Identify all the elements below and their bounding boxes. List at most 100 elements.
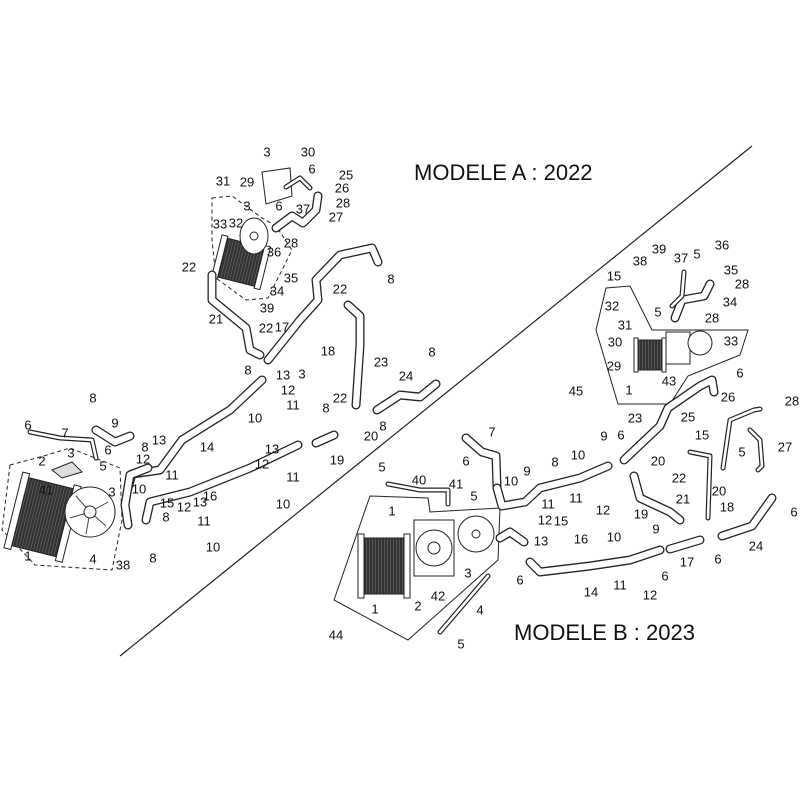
model-a-part-callout[interactable]: 10 bbox=[205, 539, 221, 555]
model-a-part-callout[interactable]: 31 bbox=[215, 173, 231, 189]
model-a-part-callout[interactable]: 8 bbox=[322, 400, 330, 416]
model-b-part-callout[interactable]: 1 bbox=[371, 601, 379, 617]
model-a-part-callout[interactable]: 9 bbox=[111, 415, 119, 431]
model-a-part-callout[interactable]: 13 bbox=[192, 494, 208, 510]
model-b-part-callout[interactable]: 28 bbox=[734, 276, 750, 292]
model-b-part-callout[interactable]: 29 bbox=[606, 358, 622, 374]
model-a-part-callout[interactable]: 41 bbox=[38, 482, 54, 498]
model-b-part-callout[interactable]: 42 bbox=[430, 588, 446, 604]
model-a-part-callout[interactable]: 3 bbox=[67, 445, 75, 461]
model-b-part-callout[interactable]: 9 bbox=[652, 521, 660, 537]
model-a-part-callout[interactable]: 12 bbox=[176, 499, 192, 515]
model-a-part-callout[interactable]: 19 bbox=[329, 452, 345, 468]
model-a-part-callout[interactable]: 22 bbox=[332, 281, 348, 297]
model-a-part-callout[interactable]: 29 bbox=[239, 174, 255, 190]
model-a-part-callout[interactable]: 11 bbox=[286, 469, 300, 485]
model-a-part-callout[interactable]: 3 bbox=[108, 484, 116, 500]
model-b-part-callout[interactable]: 20 bbox=[650, 453, 666, 469]
model-b-part-callout[interactable]: 1 bbox=[388, 503, 396, 519]
model-a-part-callout[interactable]: 13 bbox=[264, 441, 280, 457]
model-b-part-callout[interactable]: 12 bbox=[537, 512, 553, 528]
model-b-part-callout[interactable]: 20 bbox=[711, 483, 727, 499]
model-a-part-callout[interactable]: 12 bbox=[135, 451, 151, 467]
model-a-part-callout[interactable]: 11 bbox=[286, 397, 300, 413]
model-a-part-callout[interactable]: 1 bbox=[24, 548, 32, 564]
model-b-part-callout[interactable]: 45 bbox=[568, 383, 584, 399]
model-b-part-callout[interactable]: 37 bbox=[673, 250, 689, 266]
model-a-part-callout[interactable]: 17 bbox=[274, 319, 290, 335]
model-b-part-callout[interactable]: 26 bbox=[720, 389, 736, 405]
model-a-part-callout[interactable]: 16 bbox=[202, 488, 218, 504]
model-b-part-callout[interactable]: 5 bbox=[654, 304, 662, 320]
model-a-part-callout[interactable]: 2 bbox=[38, 453, 46, 469]
model-a-part-callout[interactable]: 5 bbox=[99, 458, 107, 474]
model-b-part-callout[interactable]: 15 bbox=[606, 268, 622, 284]
model-a-part-callout[interactable]: 8 bbox=[162, 509, 170, 525]
model-a-part-callout[interactable]: 23 bbox=[373, 354, 389, 370]
model-a-part-callout[interactable]: 28 bbox=[283, 235, 299, 251]
model-b-part-callout[interactable]: 28 bbox=[704, 310, 720, 326]
model-a-part-callout[interactable]: 11 bbox=[165, 467, 179, 483]
model-a-part-callout[interactable]: 24 bbox=[398, 368, 414, 384]
model-b-part-callout[interactable]: 44 bbox=[328, 627, 344, 643]
model-a-part-callout[interactable]: 11 bbox=[197, 513, 211, 529]
model-a-part-callout[interactable]: 39 bbox=[259, 300, 275, 316]
model-a-part-callout[interactable]: 21 bbox=[208, 311, 224, 327]
model-a-part-callout[interactable]: 6 bbox=[308, 161, 316, 177]
model-a-part-callout[interactable]: 25 bbox=[338, 167, 354, 183]
model-a-part-callout[interactable]: 6 bbox=[104, 442, 112, 458]
model-a-part-callout[interactable]: 8 bbox=[428, 344, 436, 360]
model-b-part-callout[interactable]: 6 bbox=[462, 453, 470, 469]
model-a-part-callout[interactable]: 33 bbox=[212, 216, 228, 232]
model-b-part-callout[interactable]: 6 bbox=[736, 365, 744, 381]
model-b-part-callout[interactable]: 6 bbox=[516, 572, 524, 588]
model-b-part-callout[interactable]: 12 bbox=[595, 502, 611, 518]
model-a-part-callout[interactable]: 12 bbox=[254, 456, 270, 472]
model-b-part-callout[interactable]: 11 bbox=[569, 490, 583, 506]
model-a-part-callout[interactable]: 3 bbox=[263, 144, 271, 160]
model-b-part-callout[interactable]: 5 bbox=[693, 246, 701, 262]
model-b-part-callout[interactable]: 21 bbox=[675, 491, 691, 507]
model-a-part-callout[interactable]: 28 bbox=[335, 195, 351, 211]
model-a-part-callout[interactable]: 22 bbox=[181, 259, 197, 275]
model-a-part-callout[interactable]: 38 bbox=[115, 557, 131, 573]
model-b-part-callout[interactable]: 13 bbox=[533, 533, 549, 549]
model-a-part-callout[interactable]: 10 bbox=[131, 481, 147, 497]
model-b-part-callout[interactable]: 18 bbox=[719, 499, 735, 515]
model-b-part-callout[interactable]: 6 bbox=[617, 427, 625, 443]
model-b-part-callout[interactable]: 43 bbox=[661, 373, 677, 389]
model-a-part-callout[interactable]: 8 bbox=[149, 550, 157, 566]
model-b-part-callout[interactable]: 6 bbox=[714, 551, 722, 567]
model-b-part-callout[interactable]: 10 bbox=[570, 447, 586, 463]
model-a-part-callout[interactable]: 26 bbox=[334, 180, 350, 196]
model-a-part-callout[interactable]: 22 bbox=[258, 320, 274, 336]
model-a-part-callout[interactable]: 10 bbox=[247, 410, 263, 426]
model-a-part-callout[interactable]: 27 bbox=[328, 209, 344, 225]
model-b-part-callout[interactable]: 16 bbox=[573, 531, 589, 547]
model-a-part-callout[interactable]: 15 bbox=[159, 495, 175, 511]
model-a-part-callout[interactable]: 8 bbox=[387, 271, 395, 287]
model-b-part-callout[interactable]: 7 bbox=[488, 424, 496, 440]
model-b-part-callout[interactable]: 28 bbox=[784, 393, 800, 409]
model-b-part-callout[interactable]: 32 bbox=[604, 298, 620, 314]
model-b-part-callout[interactable]: 31 bbox=[617, 317, 633, 333]
model-a-part-callout[interactable]: 20 bbox=[363, 428, 379, 444]
model-a-part-callout[interactable]: 12 bbox=[280, 382, 296, 398]
model-a-part-callout[interactable]: 36 bbox=[266, 244, 282, 260]
model-a-part-callout[interactable]: 7 bbox=[61, 425, 69, 441]
model-b-part-callout[interactable]: 40 bbox=[411, 472, 427, 488]
model-a-part-callout[interactable]: 22 bbox=[332, 390, 348, 406]
model-b-part-callout[interactable]: 10 bbox=[606, 529, 622, 545]
model-a-part-callout[interactable]: 18 bbox=[320, 343, 336, 359]
model-a-part-callout[interactable]: 8 bbox=[244, 362, 252, 378]
model-b-part-callout[interactable]: 14 bbox=[583, 584, 599, 600]
model-b-part-callout[interactable]: 11 bbox=[541, 496, 555, 512]
model-b-part-callout[interactable]: 41 bbox=[448, 476, 464, 492]
model-b-part-callout[interactable]: 6 bbox=[661, 568, 669, 584]
model-b-part-callout[interactable]: 3 bbox=[464, 565, 472, 581]
model-a-part-callout[interactable]: 3 bbox=[243, 198, 251, 214]
model-a-part-callout[interactable]: 8 bbox=[141, 439, 149, 455]
model-b-part-callout[interactable]: 5 bbox=[378, 459, 386, 475]
model-b-part-callout[interactable]: 33 bbox=[723, 333, 739, 349]
model-b-part-callout[interactable]: 38 bbox=[632, 253, 648, 269]
